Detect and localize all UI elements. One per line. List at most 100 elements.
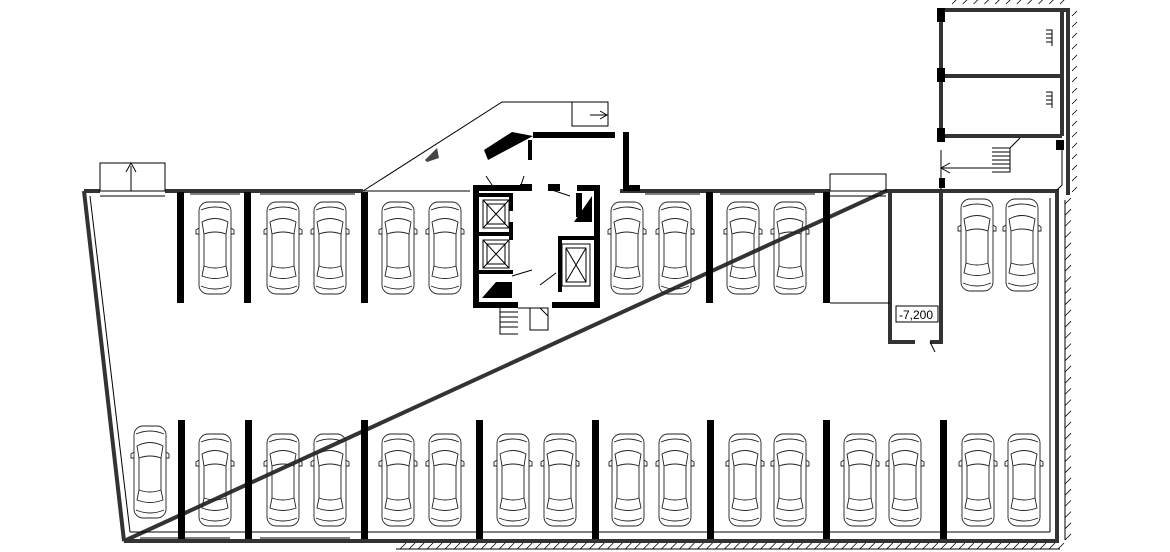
hatch-stroke (962, 0, 968, 5)
hatch-stroke (1027, 0, 1033, 5)
hatch-stroke (904, 542, 912, 550)
hatch-stroke (1071, 109, 1078, 116)
hatch-stroke (823, 542, 830, 550)
hatch-stroke (1064, 466, 1072, 474)
hatch-stroke (994, 542, 1002, 550)
hatch-stroke (832, 542, 839, 550)
car-symbol (1002, 198, 1042, 292)
hatch-stroke (841, 542, 848, 550)
hatch-stroke (1064, 309, 1072, 317)
hatch-stroke (399, 542, 407, 550)
car-symbol (1004, 433, 1044, 527)
hatch-stroke (534, 542, 542, 550)
hatch-stroke (1064, 421, 1072, 429)
hatch-stroke (877, 542, 885, 550)
hatch-stroke (985, 542, 993, 550)
hatch-stroke (886, 542, 894, 550)
hatch-stroke (742, 542, 749, 550)
hatch-stroke (715, 542, 722, 550)
hatch-stroke (850, 542, 857, 550)
hatch-stroke (552, 542, 560, 550)
hatch-stroke (1064, 231, 1072, 238)
hatch-stroke (1057, 542, 1065, 550)
hatch-stroke (967, 542, 975, 550)
hatch-stroke (1064, 365, 1072, 373)
hatch-stroke (1064, 444, 1072, 451)
car-symbol (770, 201, 810, 295)
hatch-stroke (994, 0, 1000, 5)
hatch-stroke (1064, 376, 1072, 384)
hatch-stroke (1064, 276, 1072, 283)
hatch-stroke (1003, 542, 1011, 550)
hatch-stroke (670, 542, 677, 550)
hatch-stroke (598, 542, 605, 550)
hatch-stroke (973, 0, 979, 5)
hatch-stroke (859, 542, 866, 550)
hatch-stroke (1064, 197, 1072, 205)
hatch-stroke (1064, 264, 1072, 272)
hatch-stroke (1064, 500, 1072, 507)
hatch-stroke (543, 542, 551, 550)
hatch-stroke (724, 542, 731, 550)
hatch-stroke (1071, 32, 1078, 39)
hatch-stroke (760, 542, 767, 550)
hatch-stroke (1038, 0, 1043, 5)
hatch-stroke (1064, 220, 1072, 227)
hatch-stroke (1030, 542, 1038, 550)
hatch-stroke (769, 542, 776, 550)
car-symbol (607, 201, 647, 295)
hatch-stroke (1064, 343, 1072, 350)
outer-walls (82, 189, 1059, 543)
hatch-stroke (1064, 399, 1072, 406)
hatch-stroke (949, 542, 957, 550)
hatch-stroke (984, 0, 989, 5)
hatch-stroke (1064, 455, 1072, 462)
car-symbol (130, 425, 170, 519)
car-symbol (540, 433, 580, 527)
car-symbol (885, 433, 925, 527)
hatch-stroke (1071, 175, 1078, 182)
hatch-stroke (643, 542, 650, 550)
hatch-stroke (1064, 287, 1072, 294)
hatch-stroke (1012, 542, 1020, 550)
hatch-stroke (607, 542, 614, 550)
entrances (99, 101, 887, 192)
hatch-stroke (570, 542, 578, 550)
hatch-stroke (471, 542, 479, 550)
hatch-stroke (1064, 477, 1072, 485)
hatch-stroke (652, 542, 659, 550)
hatch-stroke (1071, 21, 1078, 28)
hatch-stroke (1064, 533, 1072, 541)
hatch-stroke (706, 542, 713, 550)
hatch-stroke (1064, 253, 1072, 261)
hatch-stroke (796, 542, 803, 550)
car-symbol (655, 433, 695, 527)
hatch-stroke (1071, 98, 1078, 105)
hatch-stroke (579, 542, 587, 550)
car-symbol (263, 201, 303, 295)
car-symbol (425, 433, 465, 527)
car-symbol (378, 201, 418, 295)
hatch-stroke (1021, 542, 1029, 550)
car-symbol (958, 433, 998, 527)
hatch-stroke (1071, 186, 1078, 193)
hatch-stroke (444, 542, 452, 550)
hatch-stroke (958, 542, 966, 550)
hatch-stroke (697, 542, 704, 550)
car-symbol (378, 433, 418, 527)
hatch-stroke (1071, 54, 1078, 61)
hatch-stroke (868, 542, 875, 550)
hatch-stroke (462, 542, 470, 550)
hatch-stroke (1064, 388, 1072, 395)
car-symbol (263, 433, 303, 527)
hatch-stroke (1005, 0, 1011, 5)
hatch-stroke (1071, 87, 1078, 94)
hatch-stroke (922, 542, 930, 550)
car-symbol (957, 198, 997, 292)
hatch-stroke (688, 542, 695, 550)
hatch-stroke (1071, 142, 1078, 149)
hatch-stroke (417, 542, 425, 550)
hatch-stroke (778, 542, 785, 550)
hatch-stroke (634, 542, 641, 550)
car-symbol (840, 433, 880, 527)
